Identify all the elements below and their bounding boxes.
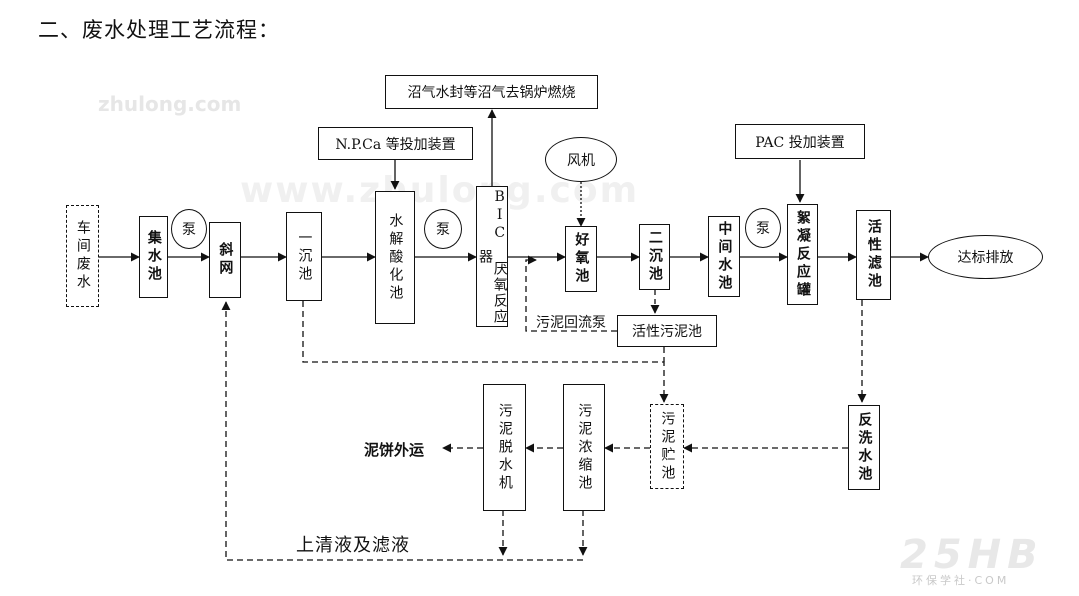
blower-ellipse: 风机 [545,137,617,182]
sludge-dewater-box: 污泥脱水机 [483,384,526,511]
backwash-tank-box: 反洗水池 [848,405,880,490]
bic-reactor-box: BIC 厌氧反应器 [476,186,508,327]
workshop-wastewater-box: 车间废水 [66,205,99,307]
inclined-screen-box: 斜网 [209,222,241,298]
middle-tank-box: 中间水池 [708,216,740,297]
npca-dosing-box: N.P.Ca 等投加装置 [318,127,473,160]
supernatant-label: 上清液及滤液 [296,535,410,556]
pump-2: 泵 [424,209,462,249]
sludge-thickener-box: 污泥浓缩池 [563,384,605,511]
pac-dosing-box: PAC 投加装置 [735,124,865,159]
biogas-boiler-box: 沼气水封等沼气去锅炉燃烧 [385,75,598,109]
activated-sludge-box: 活性污泥池 [617,315,717,347]
aerobic-tank-box: 好氧池 [565,226,597,292]
arrow-return-sludge [525,255,617,332]
watermark-zhulong: zhulong.com [98,92,242,116]
watermark-logo-sub: 环保学社·COM [912,574,1010,587]
hydrolysis-tank-box: 水解酸化池 [375,191,415,324]
collection-tank-box: 集水池 [139,216,168,298]
page-title: 二、废水处理工艺流程： [38,18,280,42]
primary-clarifier-box: 一沉池 [286,212,322,301]
active-filter-box: 活性滤池 [856,210,891,300]
arrow-primary-sludge [302,301,669,403]
pump-1: 泵 [171,209,207,249]
sludge-storage-box: 污泥贮池 [650,404,684,489]
cake-out-label: 泥饼外运 [364,441,425,459]
secondary-clarifier-box: 二沉池 [639,224,670,290]
discharge-ellipse: 达标排放 [928,235,1043,279]
return-pump-label: 污泥回流泵 [536,315,606,331]
arrow-supernatant-return [221,301,583,561]
watermark-logo: 25HB [900,532,1044,578]
floc-reactor-box: 絮凝反应罐 [787,204,818,305]
pump-3: 泵 [745,208,781,248]
